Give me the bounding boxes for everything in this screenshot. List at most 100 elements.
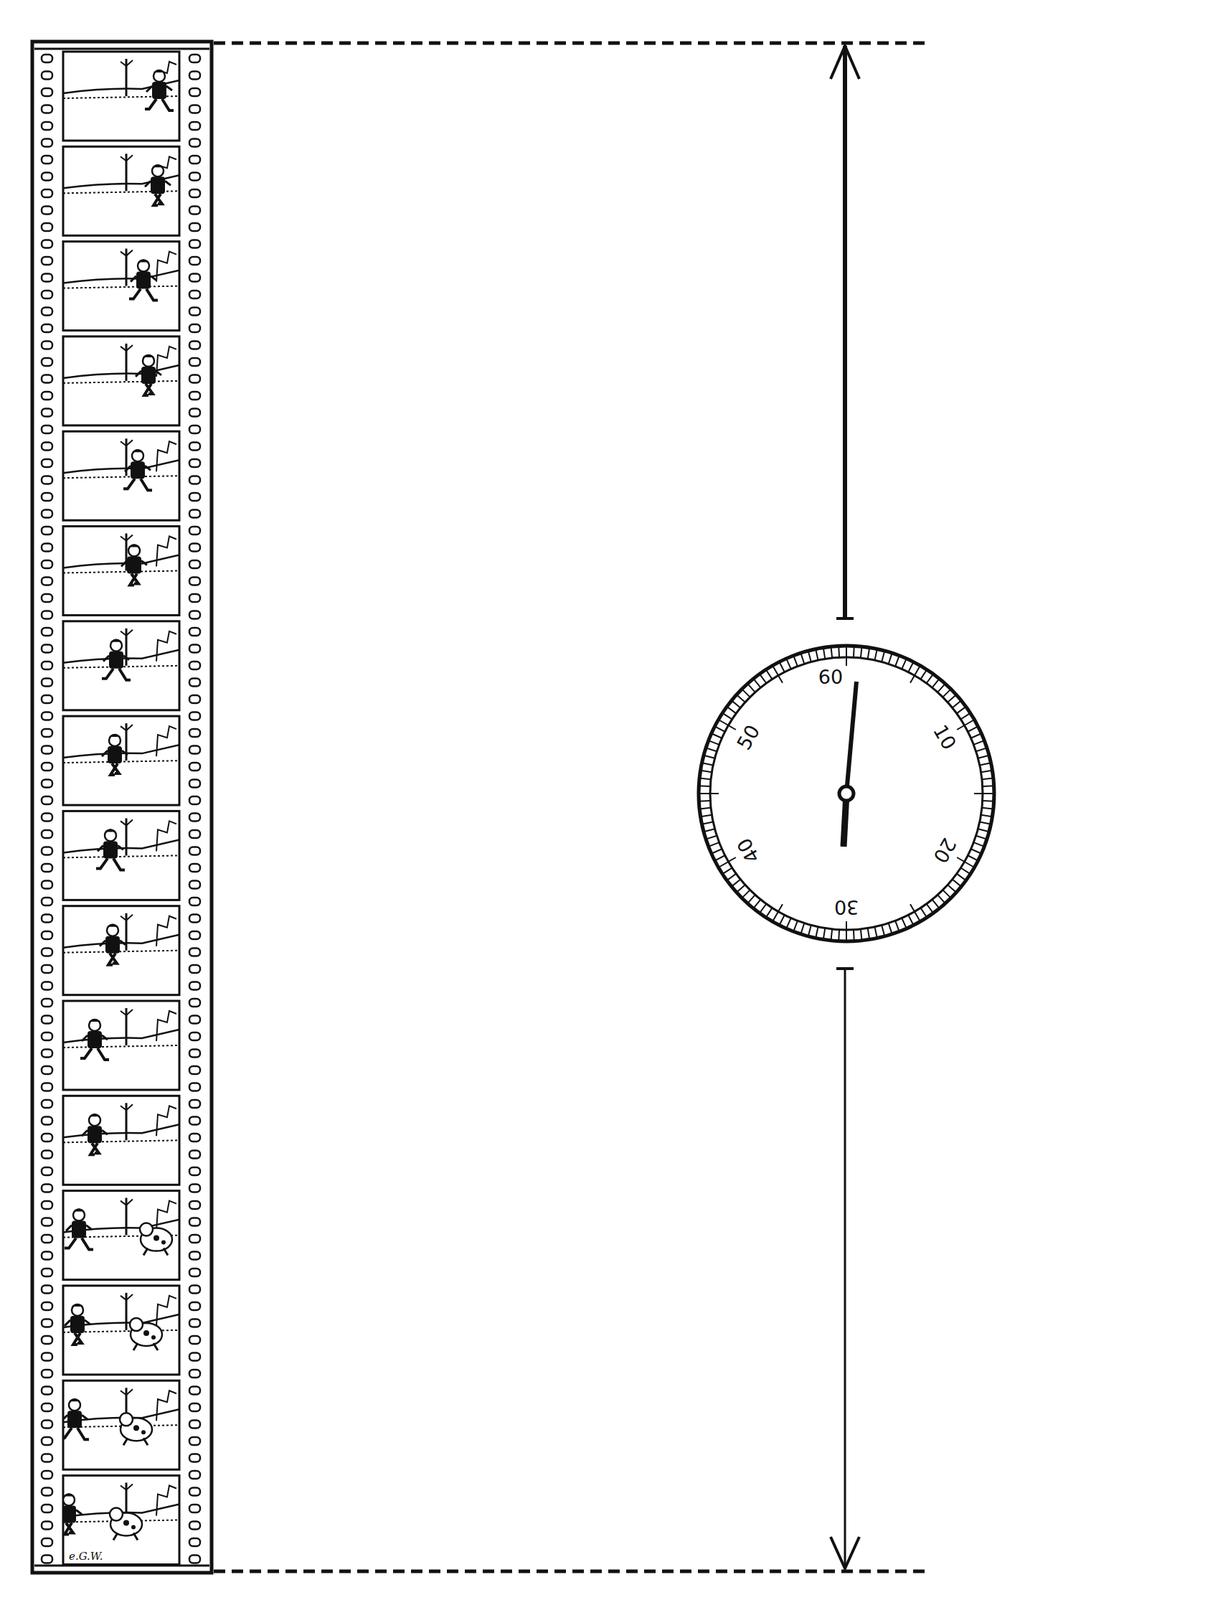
fence (156, 346, 177, 377)
dial-tick (956, 857, 975, 868)
sprocket-hole (189, 1251, 201, 1260)
dial-tick (845, 645, 848, 666)
runner-body (70, 1315, 85, 1333)
sprocket-hole (189, 678, 201, 687)
dial-tick (786, 658, 792, 670)
sprocket-hole (189, 712, 201, 721)
dial-tick (888, 652, 893, 664)
dial-tick (731, 700, 741, 708)
runner-head (63, 1494, 75, 1506)
dial-tick (702, 822, 714, 825)
sprocket-hole (41, 1200, 53, 1209)
dial-number: 60 (818, 667, 843, 687)
sprocket-hole (41, 1504, 53, 1513)
dial-tick (703, 755, 715, 759)
dial-tick (956, 719, 975, 730)
runner-body (130, 461, 145, 479)
dial-tick (981, 777, 994, 779)
sprocket-hole (41, 1487, 53, 1496)
sprocket-hole (189, 189, 201, 198)
fence (156, 1295, 177, 1326)
dial-tick (942, 889, 951, 898)
runner-cap (152, 164, 164, 168)
dial-tick (708, 842, 720, 847)
dial-tick (978, 828, 990, 832)
dial-tick (947, 884, 957, 893)
runner-legs (90, 1142, 99, 1155)
sprocket-hole (189, 121, 201, 130)
sprocket-hole (189, 290, 201, 299)
fence (156, 251, 177, 282)
dial-tick (971, 733, 982, 739)
dial-tick (766, 907, 773, 917)
runner-arms (124, 465, 151, 472)
dial-tick (778, 914, 784, 925)
runner-legs (153, 193, 163, 206)
dog-spot (131, 1524, 136, 1530)
sprocket-hole (41, 1537, 53, 1546)
dial-tick (736, 694, 746, 703)
sprocket-hole (41, 1167, 53, 1175)
horizon (63, 365, 180, 379)
sprocket-hole (41, 223, 53, 231)
runner-legs (101, 668, 131, 680)
dial-ticks (698, 645, 995, 942)
post-branch (120, 439, 133, 446)
post-branch (120, 724, 133, 731)
frame-border (63, 336, 180, 426)
sprocket-hole (189, 1420, 201, 1429)
sprocket-hole (41, 1403, 53, 1411)
dial-tick (772, 903, 783, 921)
arrowhead (830, 45, 860, 79)
dial-tick (908, 661, 914, 672)
film-frame (63, 1285, 180, 1375)
dial-tick (808, 650, 812, 662)
film-frame (63, 336, 180, 426)
sprocket-hole (189, 425, 201, 434)
frame-scene (63, 1102, 180, 1155)
post-branch (120, 1103, 133, 1110)
sprocket-hole (41, 71, 53, 80)
runner-legs (110, 763, 120, 775)
sprocket-hole (189, 307, 201, 316)
sprocket-hole (41, 1234, 53, 1243)
runner-arms (81, 1035, 108, 1041)
sprocket-hole (41, 307, 53, 316)
dial-tick (759, 673, 767, 683)
dial-tick (741, 889, 750, 898)
dial-tick (960, 867, 970, 874)
dial-tick (973, 740, 985, 745)
runner-head (131, 449, 144, 462)
dimension-line (842, 45, 848, 619)
dial-tick (981, 814, 993, 817)
sprocket-hole (189, 256, 201, 265)
frame-border (63, 1190, 180, 1280)
dog-spot (151, 1334, 156, 1340)
runner-arms (103, 655, 130, 662)
sprocket-hole (41, 139, 53, 148)
sprocket-hole (189, 593, 201, 602)
runner-arms (130, 276, 157, 282)
runner-body (141, 366, 156, 384)
sprocket-hole (41, 728, 53, 737)
post-branch (120, 535, 133, 541)
sprocket-hole (189, 476, 201, 485)
sprocket-hole (41, 593, 53, 602)
sprocket-hole (189, 509, 201, 518)
runner-legs (64, 1522, 74, 1535)
sprocket-hole (41, 509, 53, 518)
film-frame (55, 1475, 180, 1565)
film-border (32, 41, 212, 1573)
runner-arms (146, 86, 173, 92)
dial-tick (800, 652, 805, 664)
dog-head (139, 1222, 153, 1236)
sprocket-hole (189, 1133, 201, 1142)
sprocket-hole (189, 1099, 201, 1108)
runner-head (88, 1019, 101, 1031)
ground-line (63, 286, 180, 289)
runner-body (87, 1030, 102, 1048)
sprocket-hole (189, 1184, 201, 1193)
dashed-line (213, 1569, 926, 1574)
frame-border (63, 241, 180, 331)
sprocket-hole (41, 829, 53, 838)
